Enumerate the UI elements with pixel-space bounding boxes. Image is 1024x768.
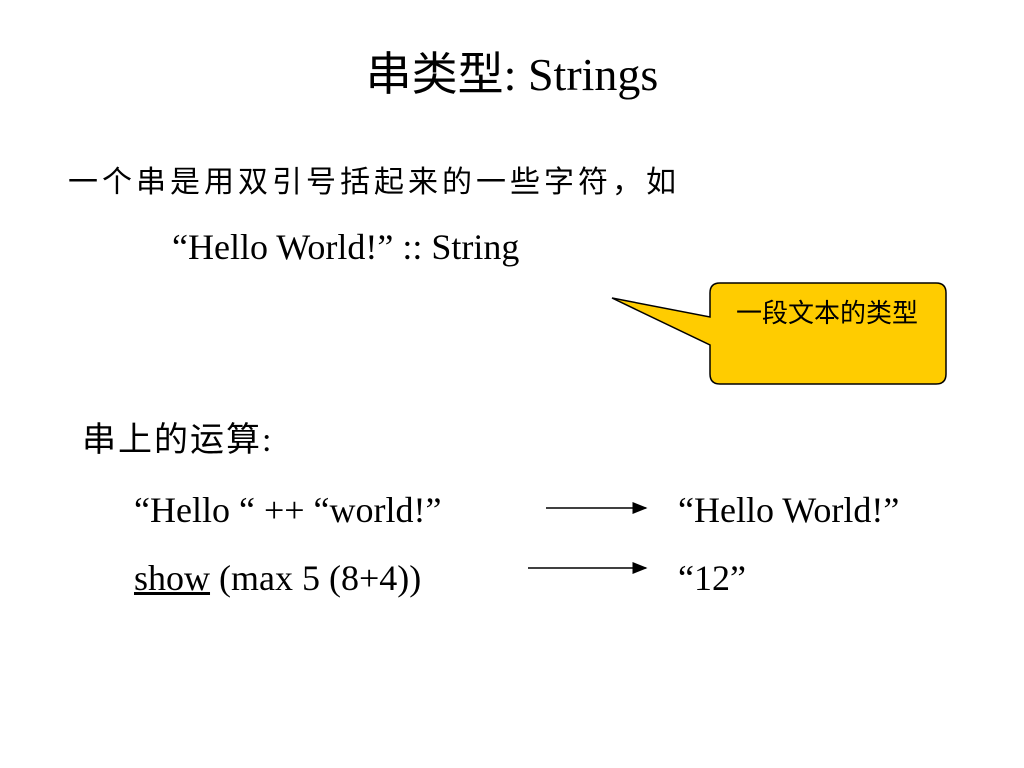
expression-text: “Hello “ ++ “world!” bbox=[134, 490, 442, 530]
operations-heading: 串上的运算: bbox=[82, 422, 274, 459]
operation-result: “Hello World!” bbox=[678, 490, 900, 530]
slide-title: 串类型: Strings bbox=[365, 49, 659, 100]
callout-text: 一段文本的类型 bbox=[735, 299, 918, 328]
expression-text: (max 5 (8+4)) bbox=[210, 558, 422, 598]
example-string-type: “Hello World!” :: String bbox=[172, 227, 520, 267]
function-name-show: show bbox=[134, 558, 211, 598]
operation-result: “12” bbox=[678, 558, 746, 598]
operation-expression: show (max 5 (8+4)) bbox=[134, 560, 421, 596]
callout-shape bbox=[611, 282, 947, 385]
operation-expression: “Hello “ ++ “world!” bbox=[134, 492, 441, 528]
intro-text: 一个串是用双引号括起来的一些字符，如 bbox=[68, 166, 680, 199]
